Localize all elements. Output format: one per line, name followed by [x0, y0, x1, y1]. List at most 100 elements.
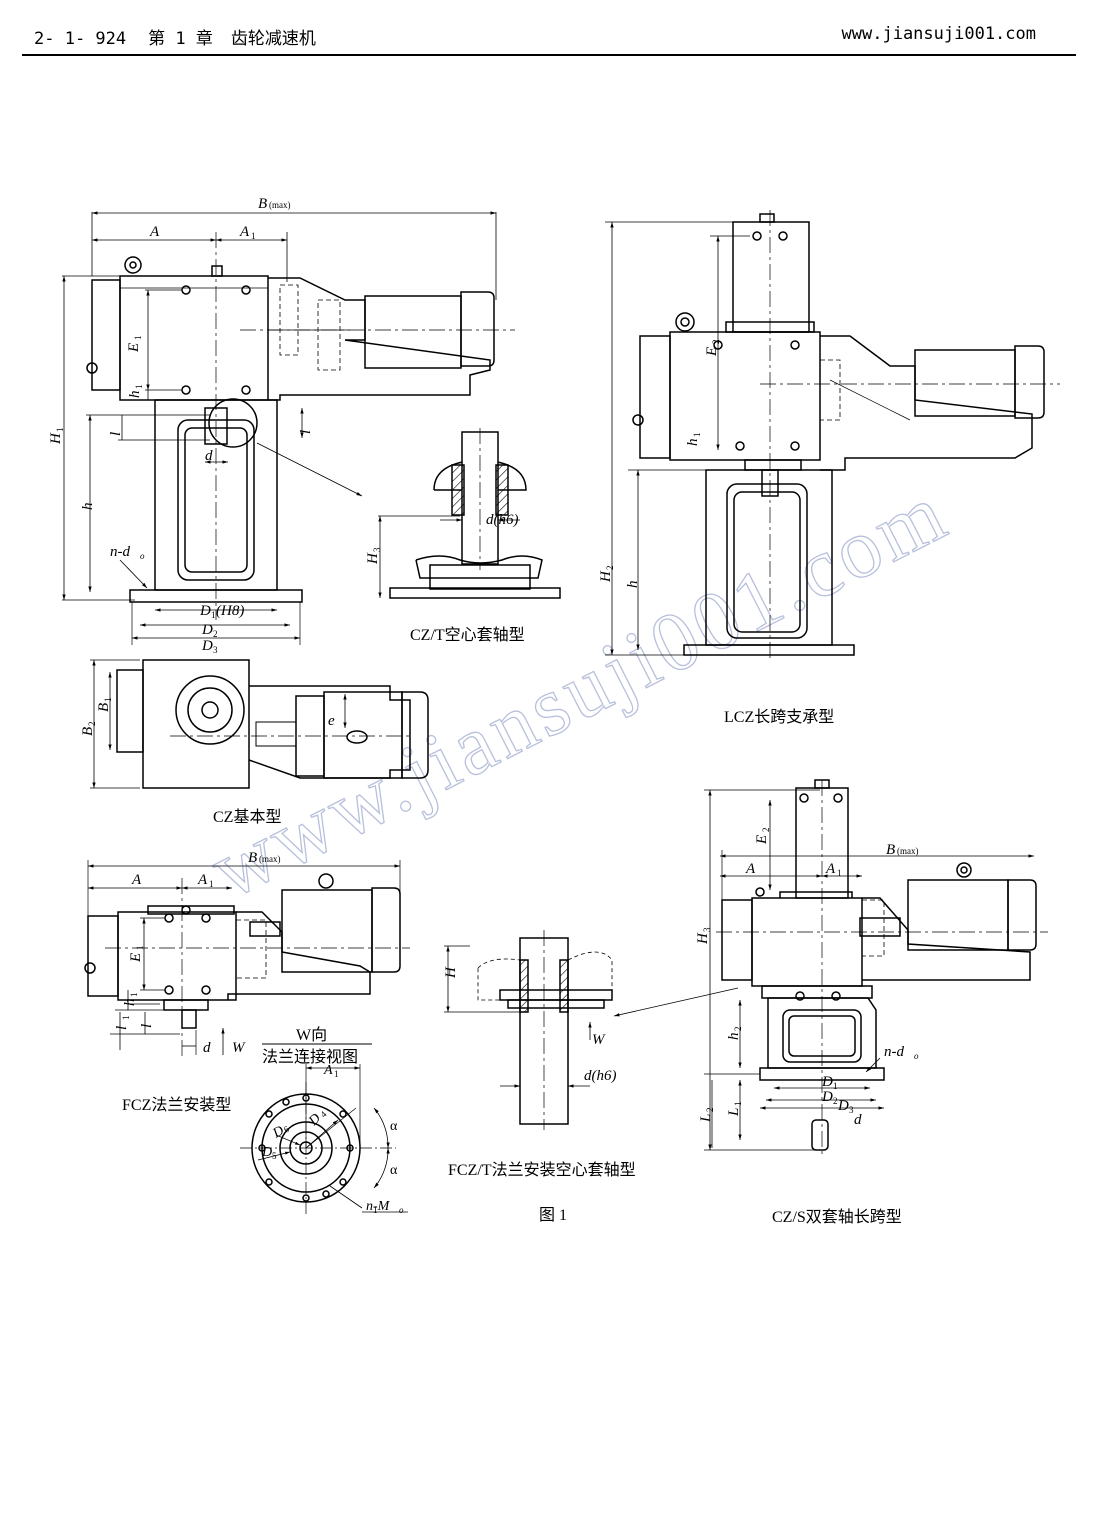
dim-bmax-sub-3: (max)	[897, 846, 919, 856]
dim-h2: h	[726, 1033, 742, 1041]
svg-text:2: 2	[705, 1108, 715, 1113]
lcz-labels: H 2 h E 2 h 1	[598, 340, 721, 589]
svg-text:1: 1	[211, 610, 216, 620]
dim-H3-2: H	[695, 932, 711, 945]
caption-lcz: LCZ长跨支承型	[724, 708, 834, 726]
chapter-title: 齿轮减速机	[230, 29, 316, 49]
svg-text:1: 1	[733, 1102, 743, 1107]
dim-bmax-sub-1: (max)	[269, 200, 291, 210]
dim-alpha-2: α	[390, 1163, 398, 1178]
fcz-t-detail-view	[444, 930, 739, 1130]
dim-b2: B	[80, 727, 96, 736]
dim-bmax-3: B	[886, 842, 895, 858]
chapter-label: 第 1 章	[148, 29, 213, 49]
dim-n1-mo: n-M	[366, 1199, 391, 1214]
svg-text:3: 3	[849, 1105, 854, 1115]
svg-text:1: 1	[251, 231, 256, 241]
dim-H2: H	[598, 570, 614, 583]
dim-l1-2: l	[114, 1026, 130, 1030]
caption-fcz: FCZ法兰安装型	[122, 1096, 231, 1114]
svg-text:1: 1	[334, 1069, 339, 1079]
svg-text:4: 4	[318, 1109, 329, 1120]
svg-text:1: 1	[209, 879, 214, 889]
flange-w-view	[240, 1064, 408, 1215]
dim-d2-2: D	[821, 1089, 833, 1105]
fcz-t-labels: H W d(h6)	[443, 966, 617, 1084]
dim-w-2: W	[592, 1032, 606, 1048]
caption-cz-s: CZ/S双套轴长跨型	[772, 1208, 902, 1226]
dim-a1-1: A	[239, 224, 250, 240]
svg-text:1: 1	[692, 433, 702, 438]
cz-s-labels: B (max) A A 1 E 2 H 3 h 2 L 1 L 2 n-d o …	[695, 828, 919, 1129]
dim-e: e	[328, 713, 335, 729]
cz-t-detail-view	[378, 428, 561, 599]
dim-dh6-2: d(h6)	[584, 1068, 617, 1084]
dim-a-3: A	[745, 861, 756, 877]
dim-H1-1: H	[48, 432, 64, 445]
dim-w-1: W	[232, 1040, 246, 1056]
w-view-subtitle: 法兰连接视图	[262, 1048, 358, 1066]
dim-bmax-2: B	[248, 850, 257, 866]
header-left: 2- 1- 924 第 1 章齿轮减速机	[34, 24, 316, 49]
dim-e2-2: E	[754, 835, 770, 845]
dim-l-1: l	[108, 432, 124, 436]
svg-text:2: 2	[733, 1027, 743, 1032]
fcz-labels: B (max) A A 1 E 1 h 1 l l 1 d W W向 法兰连接视…	[114, 850, 358, 1066]
svg-text:o: o	[914, 1051, 919, 1061]
dim-a1-4: A	[825, 861, 836, 877]
dim-h-1: h	[80, 503, 96, 511]
cz-basic-dimension-labels: B (max) A A 1 E 1 h 1 H 1 h l l d n-d o …	[48, 196, 314, 655]
dim-l-2: l	[139, 1024, 155, 1028]
dim-bmax-sub-2: (max)	[259, 854, 281, 864]
cz-basic-plan-labels: B 2 B 1 e	[80, 698, 335, 737]
dim-b1: B	[96, 703, 112, 712]
cz-basic-front-view	[62, 211, 515, 645]
dim-a-2: A	[131, 872, 142, 888]
svg-text:2: 2	[605, 566, 615, 571]
svg-text:3: 3	[213, 645, 218, 655]
svg-text:1: 1	[121, 1016, 131, 1021]
svg-text:2: 2	[833, 1096, 838, 1106]
svg-text:1: 1	[837, 868, 842, 878]
dim-ndo-2: n-d	[884, 1044, 904, 1060]
dim-l1-1: l	[298, 430, 314, 434]
dim-d2-1: D	[201, 622, 213, 638]
svg-text:2: 2	[761, 828, 771, 833]
page-number: 2- 1- 924	[34, 29, 127, 49]
dim-h8-1: (H8)	[216, 603, 244, 619]
svg-text:2: 2	[711, 340, 721, 345]
svg-text:2: 2	[213, 629, 218, 639]
svg-text:3: 3	[372, 547, 382, 552]
fcz-front-view	[84, 860, 410, 1060]
caption-fcz-t: FCZ/T法兰安装空心套轴型	[448, 1161, 636, 1179]
dim-e1-2: E	[128, 953, 144, 963]
svg-text:1: 1	[55, 428, 65, 433]
svg-text:1: 1	[135, 946, 145, 951]
cz-t-labels: d(h6) H 3	[365, 512, 519, 565]
dim-d1h8-1: D	[199, 603, 211, 619]
svg-text:5: 5	[272, 1151, 277, 1161]
dim-d-1: d	[205, 448, 213, 464]
figure-caption: 图 1	[539, 1207, 567, 1224]
caption-cz-t: CZ/T空心套轴型	[410, 626, 525, 644]
svg-text:o: o	[140, 551, 145, 561]
svg-text:1: 1	[833, 1081, 838, 1091]
dim-a-1: A	[149, 224, 160, 240]
svg-text:1: 1	[129, 993, 139, 998]
dim-d3-1: D	[201, 638, 213, 654]
dim-e1-1: E	[126, 343, 142, 353]
dim-L1: L	[726, 1108, 742, 1117]
svg-text:2: 2	[87, 722, 97, 727]
svg-text:1: 1	[103, 698, 113, 703]
dim-alpha-1: α	[390, 1119, 398, 1134]
w-view-title: W向	[296, 1026, 327, 1044]
dim-d1-2: D	[821, 1074, 833, 1090]
cz-s-front-view	[704, 779, 1048, 1155]
flange-w-labels: A 1 D 4 D 6 D 5 α α n-M 1 o	[261, 1063, 404, 1215]
dim-d-3: d	[854, 1112, 862, 1128]
dim-h-2: h	[625, 581, 641, 589]
dim-a1-2: A	[197, 872, 208, 888]
dim-dh6-1: d(h6)	[486, 512, 519, 528]
